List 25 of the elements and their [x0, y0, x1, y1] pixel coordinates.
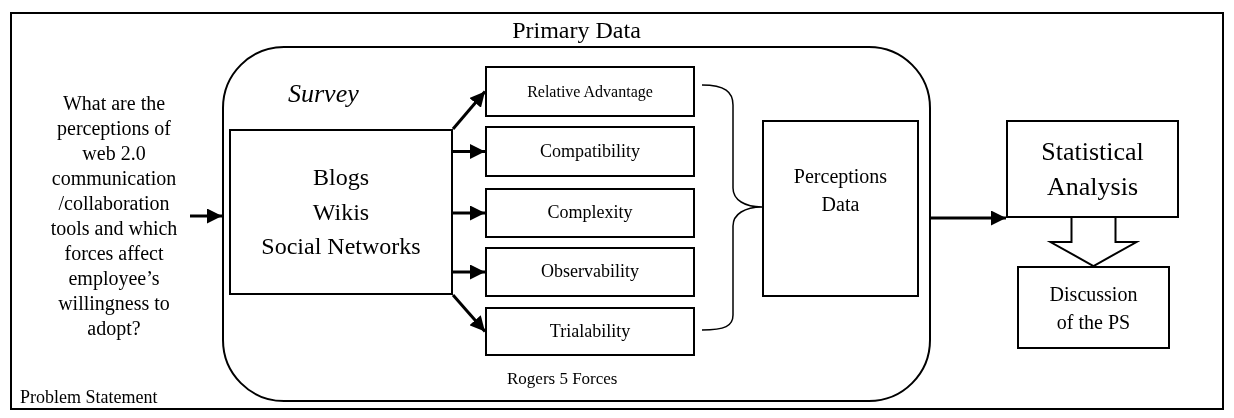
process-box: Relative Advantage	[485, 66, 695, 117]
process-box: Compatibility	[485, 126, 695, 177]
question-text: What are the perceptions of web 2.0 communication /collaboration tools and which forces affect employee’s willingness to adopt?	[49, 91, 179, 341]
arrow	[451, 294, 487, 333]
arrow	[453, 205, 485, 221]
arrow	[453, 264, 485, 280]
caption-label: Problem Statement	[20, 387, 158, 408]
list-item: Blogs	[313, 162, 369, 192]
process-box: Discussion of the PS	[1017, 266, 1170, 349]
block-arrow	[1046, 217, 1141, 268]
arrow	[931, 210, 1006, 226]
process-box: Complexity	[485, 188, 695, 238]
section-label: Rogers 5 Forces	[507, 369, 618, 390]
list-item: Social Networks	[261, 232, 421, 262]
process-box: Perceptions Data	[762, 120, 919, 297]
arrow	[190, 208, 222, 224]
process-box: Observability	[485, 247, 695, 297]
section-label: Survey	[288, 78, 359, 110]
list-item: Wikis	[312, 197, 370, 227]
process-box: Statistical Analysis	[1006, 120, 1179, 218]
arrow	[451, 90, 487, 130]
process-box: Trialability	[485, 307, 695, 356]
arrow	[453, 144, 485, 159]
list-box	[229, 129, 453, 295]
panel-title: Primary Data	[511, 16, 642, 44]
